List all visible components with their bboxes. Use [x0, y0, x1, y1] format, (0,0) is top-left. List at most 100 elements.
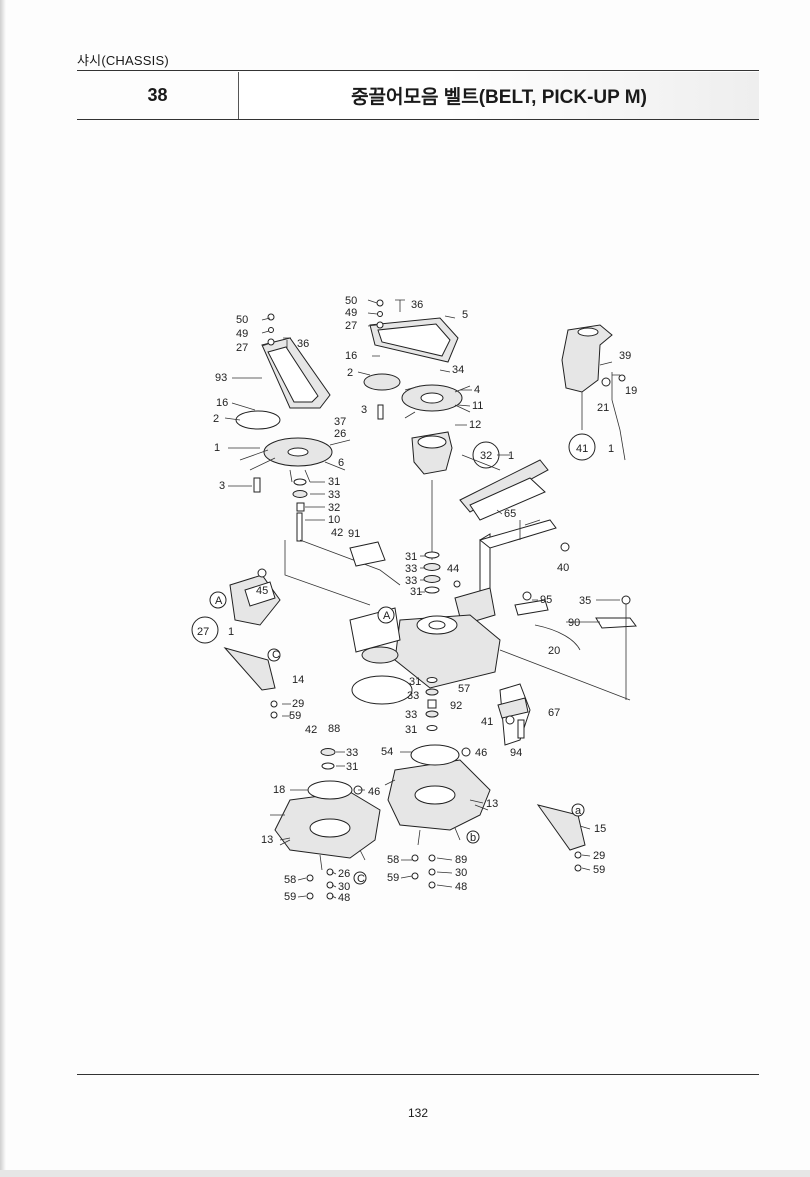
- callout: 89: [455, 854, 467, 866]
- callout: 1: [228, 626, 234, 638]
- callout: 95: [540, 594, 552, 606]
- callout: 16: [216, 397, 228, 409]
- callout: 13: [486, 798, 498, 810]
- callout: b: [470, 832, 476, 844]
- callout: 26: [334, 428, 346, 440]
- callout: 30: [455, 867, 467, 879]
- callout: 27: [236, 342, 248, 354]
- center-star-wheel: [384, 744, 491, 889]
- callout: 31: [410, 586, 422, 598]
- header-bottom-rule: [77, 119, 759, 120]
- callout: 27: [197, 626, 209, 638]
- callout: 27: [345, 320, 357, 332]
- callout: a: [575, 805, 582, 817]
- callout: 3: [361, 404, 367, 416]
- right-lower-arm: [497, 591, 637, 746]
- callout: 45: [256, 585, 268, 597]
- header-divider: [238, 72, 239, 119]
- callout: 44: [447, 563, 459, 575]
- callout: 18: [273, 784, 285, 796]
- callout: 37: [334, 416, 346, 428]
- callout: 93: [215, 372, 227, 384]
- callout: 3: [219, 480, 225, 492]
- left-star-wheel: [270, 748, 381, 900]
- callout: 92: [450, 700, 462, 712]
- callout: 65: [504, 508, 516, 520]
- callout: 6: [338, 457, 344, 469]
- callout: 33: [346, 747, 358, 759]
- callout: 31: [328, 476, 340, 488]
- callout: 33: [405, 709, 417, 721]
- callout: 36: [411, 299, 423, 311]
- callout: 36: [297, 338, 309, 350]
- center-belt-assembly: [363, 299, 471, 560]
- callout: 16: [345, 350, 357, 362]
- callout: 54: [381, 746, 393, 758]
- page-title: 중끌어모음 벨트(BELT, PICK-UP M): [351, 87, 647, 108]
- callout: 1: [508, 450, 514, 462]
- callout: A: [215, 595, 223, 607]
- left-gear-bracket: [191, 568, 395, 644]
- callout: 48: [338, 892, 350, 904]
- page-edge-shadow: [0, 0, 6, 1177]
- callout: 41: [576, 443, 588, 455]
- callout: 59: [289, 710, 301, 722]
- figure-number: 38: [147, 85, 168, 105]
- callout: 46: [368, 786, 380, 798]
- callout: 41: [481, 716, 493, 728]
- callout: C: [357, 873, 365, 885]
- callout: 4: [474, 384, 480, 396]
- callout: 49: [236, 328, 248, 340]
- callout: 5: [462, 309, 468, 321]
- callout: 34: [452, 364, 464, 376]
- callout: 32: [328, 502, 340, 514]
- callout-labels: 50 49 27 36 5 50 49 27 36 93 16 2 16 2 3…: [197, 295, 637, 904]
- callout: 42: [305, 724, 317, 736]
- callout: 50: [236, 314, 248, 326]
- callout: 94: [510, 747, 522, 759]
- callout: 33: [405, 563, 417, 575]
- callout: 59: [387, 872, 399, 884]
- callout: 88: [328, 723, 340, 735]
- callout: 35: [579, 595, 591, 607]
- footer-rule: [77, 1074, 759, 1075]
- callout: 46: [475, 747, 487, 759]
- left-guide-plate: [223, 647, 281, 719]
- callout: 57: [458, 683, 470, 695]
- callout: 40: [557, 562, 569, 574]
- header-top-rule: [77, 70, 759, 71]
- upper-right-bracket: [561, 324, 626, 461]
- callout: 67: [548, 707, 560, 719]
- callout: 32: [480, 450, 492, 462]
- callout: 31: [409, 676, 421, 688]
- callout: 12: [469, 419, 481, 431]
- callout: 31: [405, 724, 417, 736]
- callout: 31: [346, 761, 358, 773]
- callout: 49: [345, 307, 357, 319]
- callout: 91: [348, 528, 360, 540]
- central-drive: [284, 539, 501, 731]
- callout: 2: [213, 413, 219, 425]
- callout: 21: [597, 402, 609, 414]
- page-number: 132: [407, 1106, 429, 1120]
- callout: 11: [472, 400, 483, 412]
- callout: 33: [407, 690, 419, 702]
- callout: 29: [292, 698, 304, 710]
- callout: 10: [328, 514, 340, 526]
- callout: 58: [284, 874, 296, 886]
- callout: 30: [338, 881, 350, 893]
- callout: 29: [593, 850, 605, 862]
- callout: 42: [331, 527, 343, 539]
- callout: 14: [292, 674, 304, 686]
- right-guide-plate: [536, 803, 586, 872]
- callout: 19: [625, 385, 637, 397]
- callout: 39: [619, 350, 631, 362]
- callout: 26: [338, 868, 350, 880]
- leader-lines: [224, 299, 620, 899]
- callout: 48: [455, 881, 467, 893]
- callout: 59: [593, 864, 605, 876]
- callout: 33: [405, 575, 417, 587]
- right-frame-arm: [454, 441, 570, 626]
